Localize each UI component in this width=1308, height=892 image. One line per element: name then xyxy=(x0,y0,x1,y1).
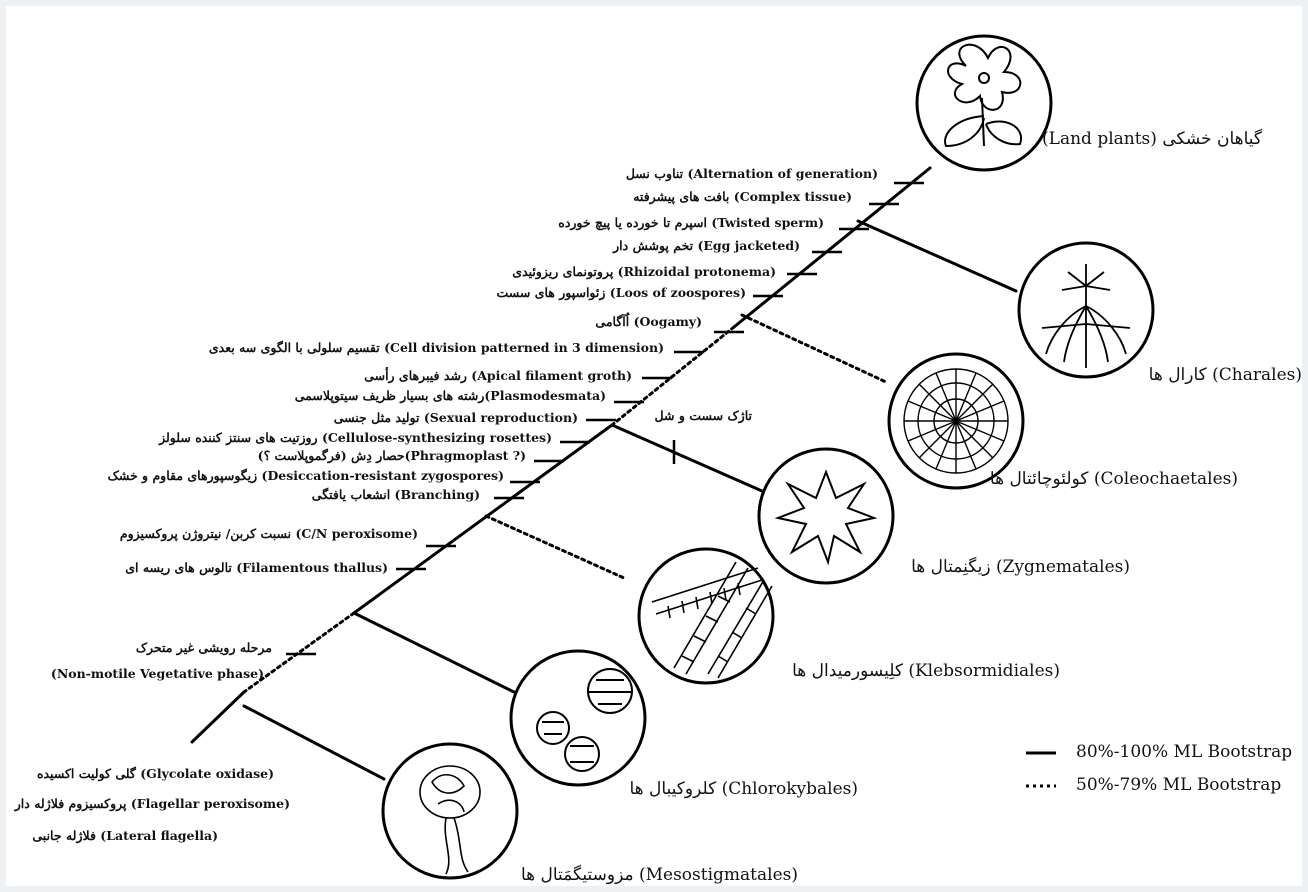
trait-flagellar-peroxisome: پروکسیزوم فلاژله دار (Flagellar peroxiso… xyxy=(15,796,290,812)
trait-rhizoidal: پروتونمای ریزوئیدی (Rhizoidal protonema) xyxy=(512,264,776,280)
trait-sexual: تولید مثل جنسی (Sexual reproduction) xyxy=(334,410,578,426)
trait-phragmoplast: حصار دِش (فرگموپلاست ؟)(Phragmoplast ?) xyxy=(258,448,526,464)
trait-loss-zoospores: زئواسپور های سست (Loos of zoospores) xyxy=(496,285,746,301)
figure-frame: (Land plants) گیاهان خشکی کارال ها (Char… xyxy=(6,6,1302,886)
trait-apical: رشد فیبرهای رأسی (Apical filament groth) xyxy=(364,368,632,384)
label-charales: کارال ها (Charales) xyxy=(1149,364,1302,386)
label-chlorokybales: کلروکیبال ها (Chlorokybales) xyxy=(629,778,858,800)
trait-branching: انشعاب یافتگی (Branching) xyxy=(312,487,480,503)
label-land-plants: (Land plants) گیاهان خشکی xyxy=(1042,128,1262,150)
label-coleochaetales: کولئوچائتال ها (Coleochaetales) xyxy=(990,468,1238,490)
trait-desiccation: زیگوسپورهای مقاوم و خشک (Desiccation-res… xyxy=(108,468,504,484)
trait-nonmotile-fa: مرحله رویشی غیر متحرک xyxy=(136,640,272,656)
trait-flagella-loss: تاژک سست و شل xyxy=(655,408,752,424)
trait-lateral-flagella: فلاژله جانبی (Lateral flagella) xyxy=(32,828,218,844)
branch-zygnematales xyxy=(612,425,762,491)
trait-plasmodesmata: رشته های بسیار ظریف سیتوپلاسمی(Plasmodes… xyxy=(295,388,606,404)
label-klebsormidiales: کلِیسورمیدال ها (Klebsormidiales) xyxy=(792,660,1060,682)
trait-alternation: تناوب نسل (Alternation of generation) xyxy=(626,166,878,182)
trait-cn-peroxisome: نسبت کربن/ نیتروژن پروکسیزوم (C/N peroxi… xyxy=(120,526,418,542)
trunk-solid-lower xyxy=(192,692,244,742)
branch-coleochaetales xyxy=(742,315,886,382)
label-mesostigmatales: مزوستیگمَتال ها (Mesostigmatales) xyxy=(521,864,798,886)
trait-glycolate: گلی کولیت اکسیده (Glycolate oxidase) xyxy=(37,766,274,782)
label-zygnematales: زیگنِمتال ها (Zygnematales) xyxy=(911,556,1130,578)
branch-klebsormidiales xyxy=(486,516,624,578)
trait-oogamy: اُآگامی (Oogamy) xyxy=(595,314,702,330)
trait-cell-division: تقسیم سلولی با الگوی سه بعدی (Cell divis… xyxy=(209,340,664,356)
trait-egg-jacketed: تخم پوشش دار (Egg jacketed) xyxy=(613,238,800,254)
legend-dotted-label: 50%-79% ML Bootstrap xyxy=(1076,774,1281,796)
trait-nonmotile-en: (Non-motile Vegetative phase) xyxy=(51,666,264,682)
trait-filamentous: تالوس های ریسه ای (Filamentous thallus) xyxy=(125,560,388,576)
trait-cellulose: روزتیت های سنتز کننده سلولز (Cellulose-s… xyxy=(159,430,552,446)
branch-chlorokybales xyxy=(354,613,516,693)
coleochaetales-icon xyxy=(904,369,1008,473)
trait-complex-tissue: بافت های پیشرفته (Complex tissue) xyxy=(633,189,852,205)
branch-charales xyxy=(858,221,1016,291)
legend-solid-label: 80%-100% ML Bootstrap xyxy=(1076,741,1292,763)
trait-twisted-sperm: اسپرم تا خورده یا پیچ خورده (Twisted spe… xyxy=(558,215,824,231)
